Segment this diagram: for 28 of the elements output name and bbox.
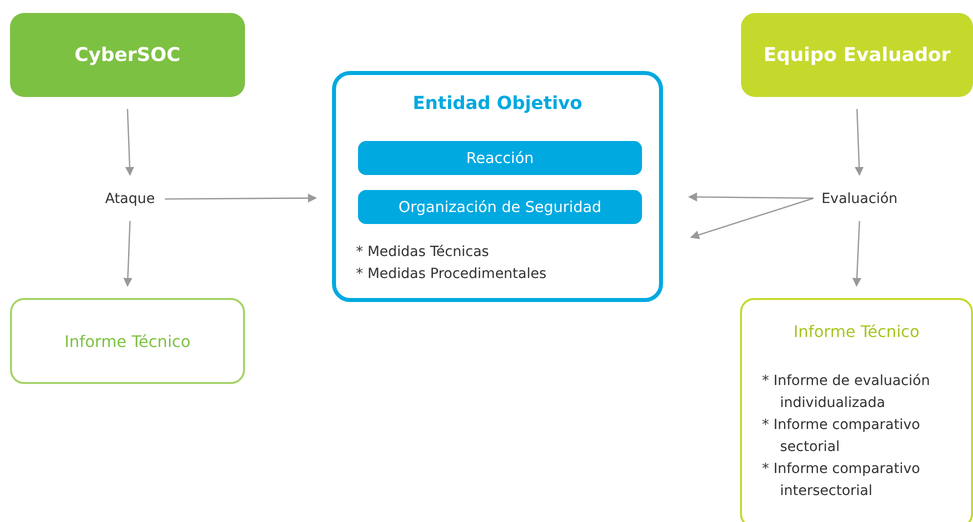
arrow [125, 108, 134, 176]
arrow [164, 194, 317, 203]
box-title: Entidad Objetivo [412, 93, 584, 114]
report-box [10, 298, 245, 384]
arrow [688, 192, 814, 202]
box-title: Organización de Seguridad [398, 198, 602, 216]
flow-label: Ataque [105, 191, 155, 207]
box-title: Reacción [466, 149, 534, 167]
entity-box [332, 71, 663, 302]
list-item: * Informe comparativo intersectorial [762, 460, 922, 501]
arrow [852, 220, 862, 287]
list-item: * Informe de evaluación individualizada [762, 372, 931, 413]
list-item: * Medidas Procedimentales [356, 265, 548, 284]
list-item: * Medidas Técnicas [356, 243, 490, 262]
process-bar [358, 141, 642, 175]
process-bar [358, 190, 642, 224]
report-box [740, 298, 973, 522]
actor-box [741, 13, 973, 97]
box-title: Informe Técnico [792, 322, 920, 341]
box-title: Equipo Evaluador [764, 44, 950, 66]
actor-box [10, 13, 245, 97]
box-title: Informe Técnico [64, 332, 190, 350]
box-title: CyberSOC [74, 44, 180, 66]
list-item: * Informe comparativo sectorial [762, 416, 922, 457]
flow-label: Evaluación [821, 191, 898, 207]
arrow [690, 198, 814, 240]
arrow [123, 220, 132, 287]
arrow [854, 108, 864, 176]
